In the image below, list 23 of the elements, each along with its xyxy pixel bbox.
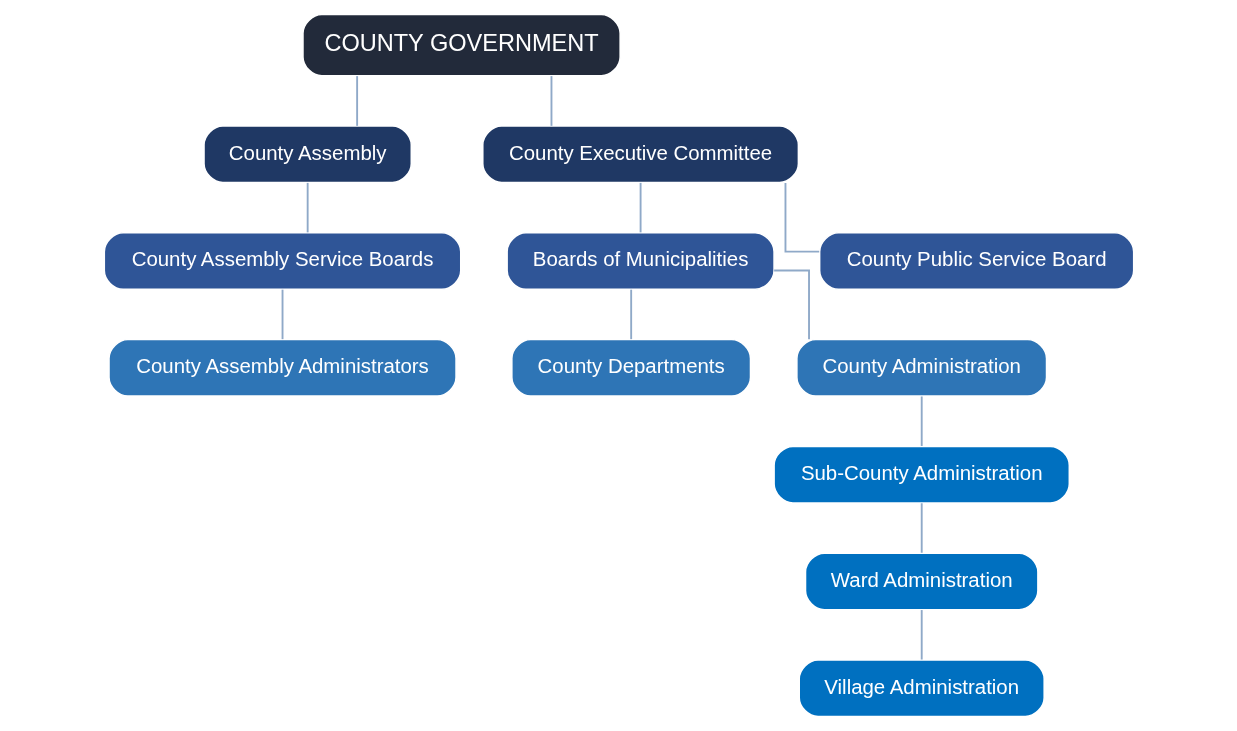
- connector: [784, 182, 820, 253]
- connector: [920, 609, 923, 661]
- node-box: County Public Service Board: [818, 232, 1134, 291]
- node-box: County Assembly Administrators: [107, 338, 457, 397]
- node-box: County Assembly: [202, 125, 412, 184]
- node-box: COUNTY GOVERNMENT: [301, 13, 621, 77]
- node-box: Village Administration: [797, 659, 1045, 718]
- node-box: County Executive Committee: [481, 125, 799, 184]
- node-box: Sub-County Administration: [772, 445, 1070, 504]
- node-box: County Administration: [795, 338, 1047, 397]
- connector: [639, 181, 642, 234]
- connector: [306, 181, 309, 234]
- connector: [355, 75, 358, 127]
- connector: [550, 75, 552, 127]
- node-box: Boards of Municipalities: [505, 232, 775, 291]
- connector: [772, 269, 810, 341]
- connector: [920, 395, 923, 447]
- connector: [920, 502, 923, 554]
- node-box: County Departments: [510, 338, 751, 397]
- node-box: County Assembly Service Boards: [103, 232, 462, 291]
- connector: [629, 288, 632, 341]
- node-box: Ward Administration: [804, 552, 1039, 611]
- connector: [281, 288, 283, 341]
